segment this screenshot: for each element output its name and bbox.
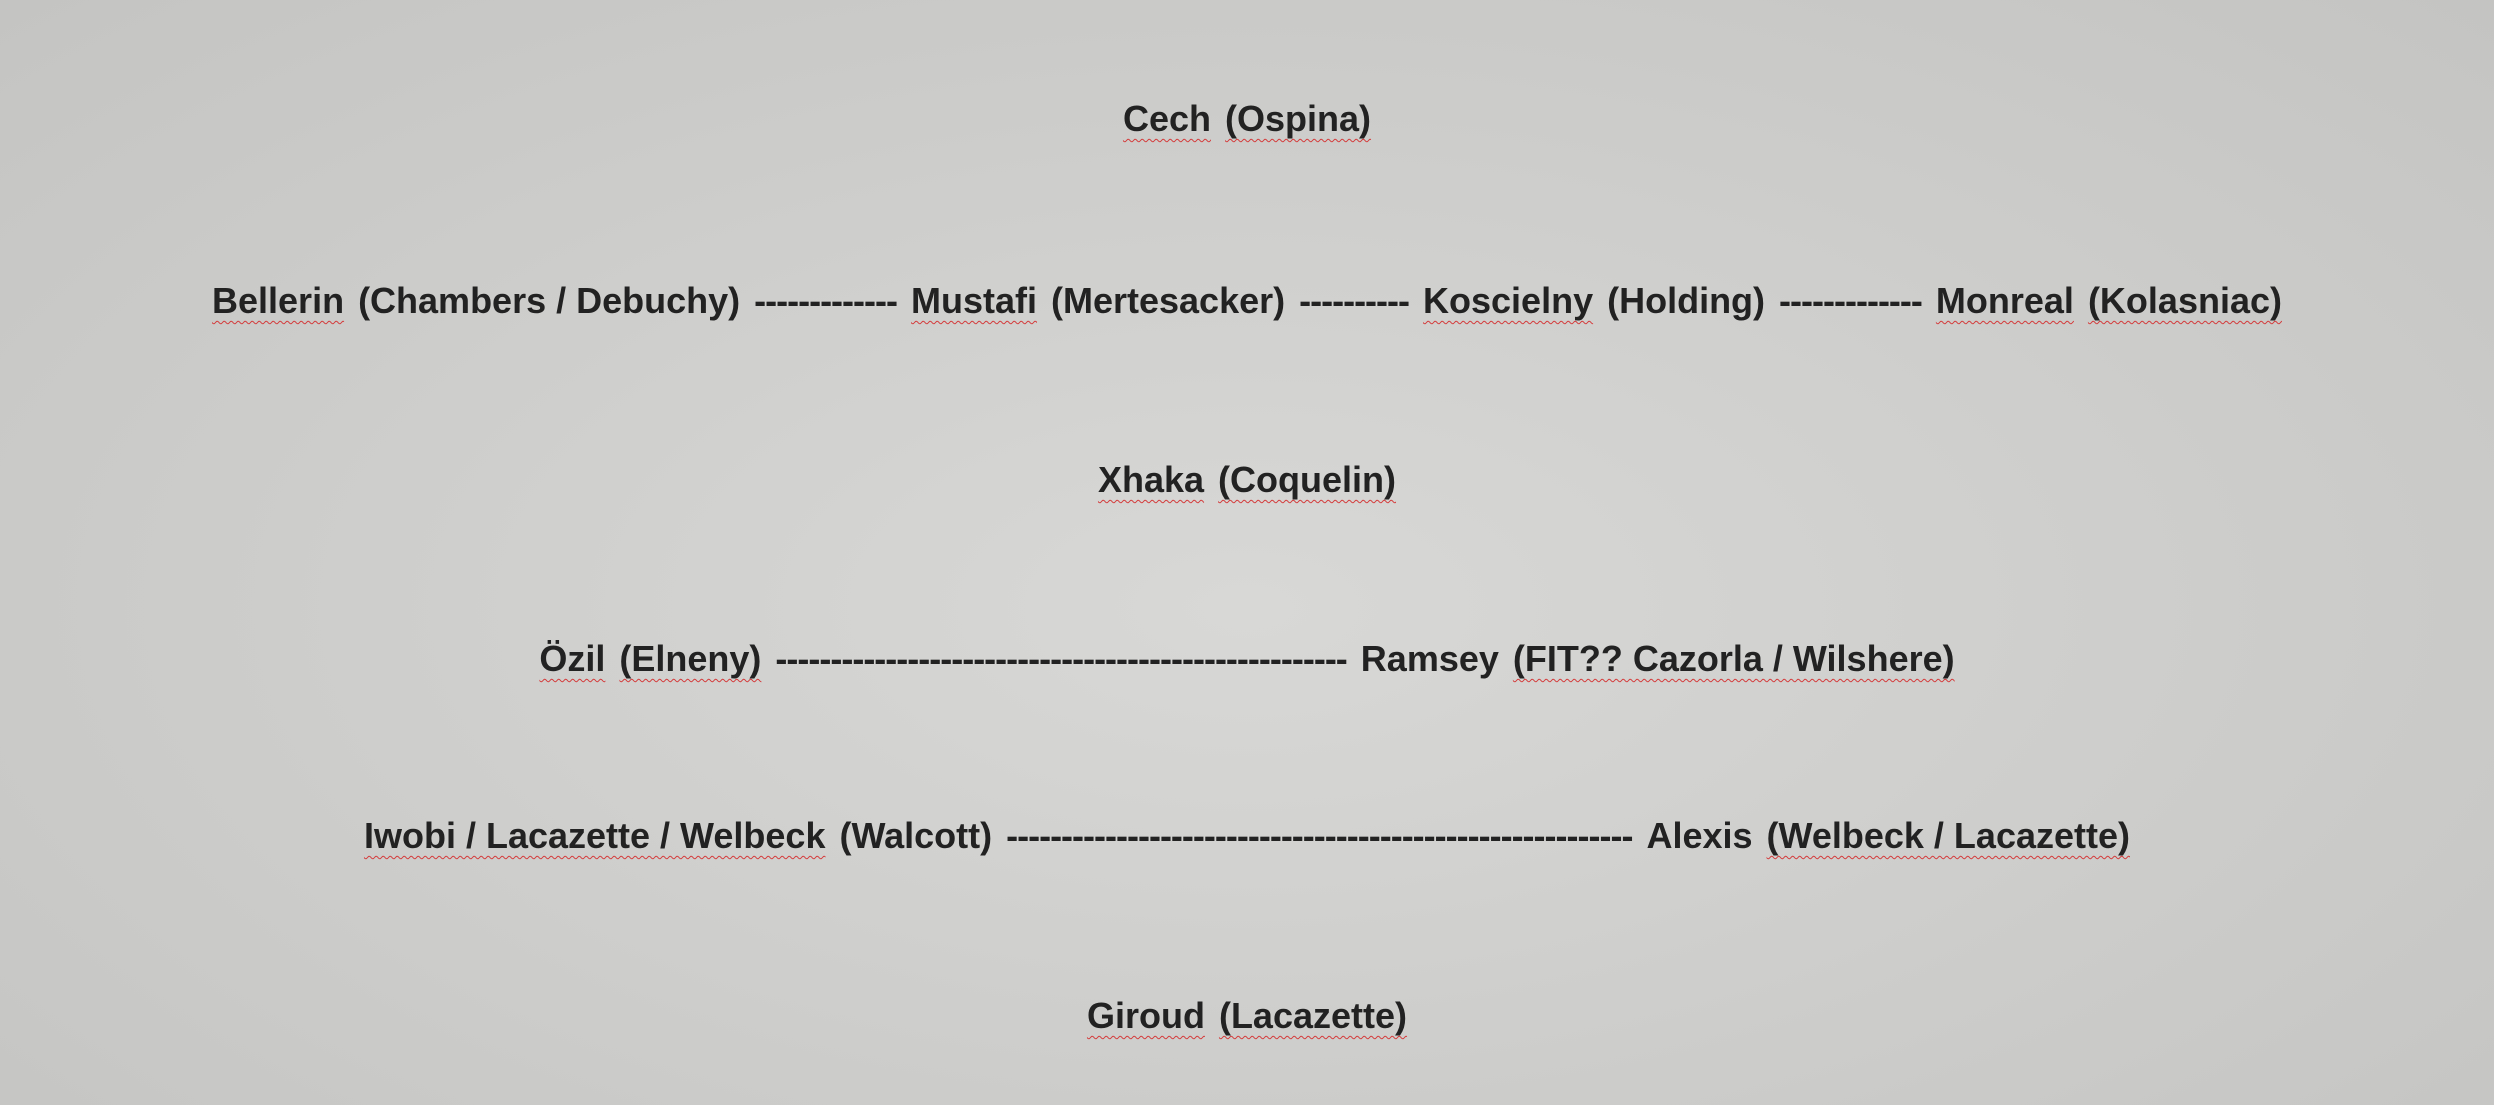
dash-line: -------------	[1779, 280, 1923, 321]
holding-mid-name: Xhaka	[1097, 459, 1205, 500]
dash-line: ----------	[1299, 280, 1410, 321]
holding-midfield-row: Xhaka (Coquelin)	[0, 459, 2494, 501]
defence-row: Bellerin (Chambers / Debuchy) ----------…	[0, 280, 2494, 322]
right-wing-sub: (Welbeck / Lacazette)	[1766, 815, 2130, 856]
holding-mid-sub: (Coquelin)	[1218, 459, 1397, 500]
centre-back-1-sub: (Mertesacker)	[1051, 280, 1286, 321]
goalkeeper-sub: (Ospina)	[1225, 98, 1372, 139]
right-wing-name: Alexis	[1646, 815, 1753, 856]
left-mid-sub: (Elneny)	[619, 638, 762, 679]
wide-attack-row: Iwobi / Lacazette / Welbeck (Walcott) --…	[0, 815, 2494, 857]
dash-line: ----------------------------------------…	[1006, 815, 1633, 856]
right-mid-name: Ramsey	[1360, 638, 1499, 679]
right-mid-sub: (FIT?? Cazorla / Wilshere)	[1512, 638, 1955, 679]
dash-line: ----------------------------------------…	[775, 638, 1347, 679]
striker-sub: (Lacazette)	[1218, 995, 1408, 1036]
striker-row: Giroud (Lacazette)	[0, 995, 2494, 1037]
right-back-name: Bellerin	[212, 280, 345, 321]
dash-line: -------------	[754, 280, 898, 321]
centre-back-1-name: Mustafi	[911, 280, 1037, 321]
centre-back-2-sub: (Holding)	[1607, 280, 1766, 321]
right-back-sub: (Chambers / Debuchy)	[358, 280, 741, 321]
centre-back-2-name: Koscielny	[1423, 280, 1594, 321]
striker-name: Giroud	[1086, 995, 1205, 1036]
goalkeeper-row: Cech (Ospina)	[0, 98, 2494, 140]
left-wing-name: Iwobi / Lacazette / Welbeck	[363, 815, 826, 856]
left-wing-sub: (Walcott)	[839, 815, 993, 856]
goalkeeper-name: Cech	[1122, 98, 1211, 139]
left-mid-name: Özil	[539, 638, 606, 679]
left-back-name: Monreal	[1935, 280, 2074, 321]
central-midfield-row: Özil (Elneny) --------------------------…	[0, 638, 2494, 680]
left-back-sub: (Kolasniac)	[2087, 280, 2282, 321]
